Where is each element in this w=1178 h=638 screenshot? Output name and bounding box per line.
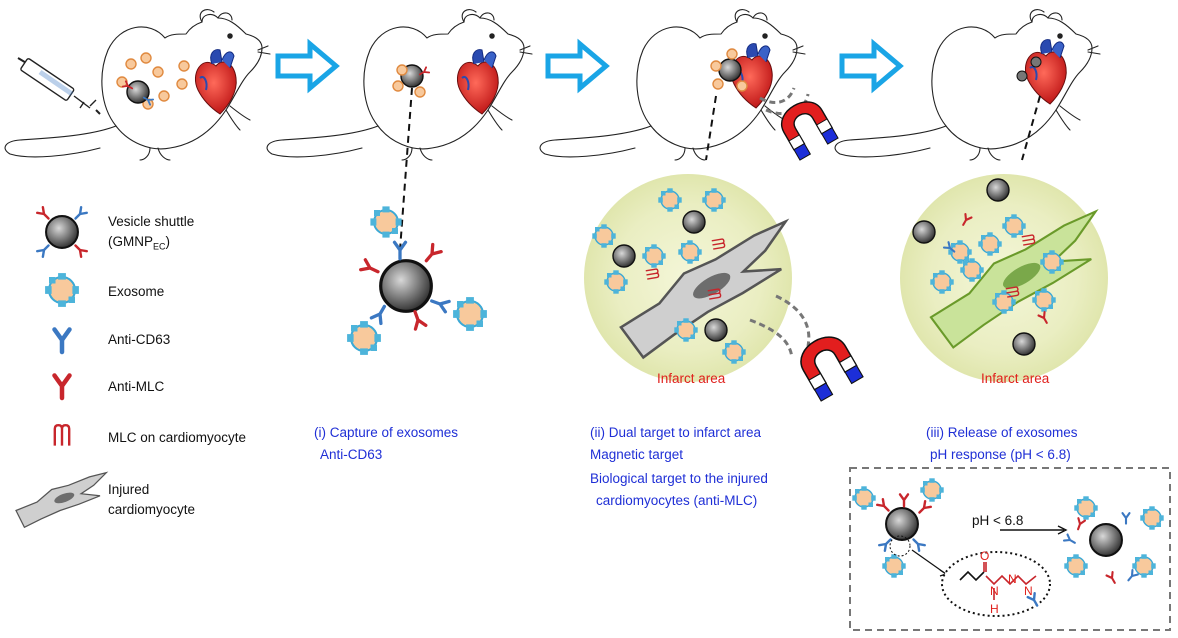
atom-h: H: [990, 602, 999, 616]
step1-caption-line1: (i) Capture of exosomes: [314, 425, 459, 440]
np-cluster-rat4: [1016, 56, 1042, 82]
exosome-cluster-rat1: [116, 52, 190, 110]
legend-anti-mlc-icon: [55, 376, 70, 399]
step2-caption-line2: Magnetic target: [590, 447, 684, 462]
step3-caption-line1: (iii) Release of exosomes: [926, 425, 1078, 440]
magnet-icon: [792, 328, 864, 402]
atom-n2: N: [1008, 572, 1017, 586]
infarct-circle-1: [584, 174, 811, 382]
magnet-icon: [774, 94, 839, 161]
step1-caption-line2: Anti-CD63: [320, 447, 383, 462]
infarct-label-1: Infarct area: [657, 371, 726, 386]
zoom-line-2: [705, 95, 717, 161]
step-arrow-icon: [842, 44, 900, 88]
legend-vesicle-shuttle-label: Vesicle shuttle (GMNPEC): [108, 212, 194, 257]
ph-release-inset: [849, 467, 1171, 631]
syringe-icon: [18, 58, 100, 114]
atom-n1: N: [990, 584, 999, 598]
legend: [15, 206, 107, 528]
legend-ec-subscript: EC: [153, 241, 166, 252]
legend-injured-line1: Injured: [108, 482, 150, 497]
legend-injured-label: Injured cardiomyocyte: [108, 480, 195, 520]
exosome-cluster-rat3: [710, 48, 748, 92]
ph-arrow-label: pH < 6.8: [972, 513, 1024, 528]
legend-exosome-label: Exosome: [108, 284, 165, 299]
step-arrow-icon: [278, 44, 336, 88]
legend-gmnp-text: (GMNP: [108, 234, 153, 249]
step2-caption-line4: cardiomyocytes (anti-MLC): [596, 493, 758, 508]
step2-caption-line3: Biological target to the injured: [590, 471, 768, 486]
legend-anti-cd63-icon: [55, 330, 70, 353]
legend-anti-mlc-label: Anti-MLC: [108, 379, 165, 394]
heart-icon: [194, 48, 238, 115]
heart-icon: [1024, 38, 1068, 105]
legend-vesicle-shuttle-icon: [36, 206, 88, 258]
step3-caption-line2: pH response (pH < 6.8): [930, 447, 1071, 462]
legend-paren-close: ): [165, 234, 171, 249]
legend-injured-line2: cardiomyocyte: [108, 502, 196, 517]
infarct-label-2: Infarct area: [981, 371, 1050, 386]
step2-caption-line1: (ii) Dual target to infarct area: [590, 425, 762, 440]
zoom-line-3: [1021, 95, 1041, 161]
legend-injured-cardiomyocyte-icon: [15, 472, 107, 528]
legend-mlc-icon: [53, 424, 71, 447]
legend-vesicle-shuttle-line1: Vesicle shuttle: [108, 214, 195, 229]
infarct-circle-2: [900, 174, 1108, 382]
atom-o: O: [980, 549, 990, 563]
legend-vesicle-shuttle-line2: (GMNPEC): [108, 232, 194, 257]
zoom-line-1: [399, 87, 413, 251]
heart-icon: [456, 48, 500, 115]
legend-exosome-icon: [44, 272, 80, 308]
legend-anti-cd63-label: Anti-CD63: [108, 332, 171, 347]
step-arrow-icon: [548, 44, 606, 88]
capture-zoom: [346, 205, 488, 356]
atom-n3: N: [1024, 584, 1033, 598]
legend-mlc-label: MLC on cardiomyocyte: [108, 430, 247, 445]
